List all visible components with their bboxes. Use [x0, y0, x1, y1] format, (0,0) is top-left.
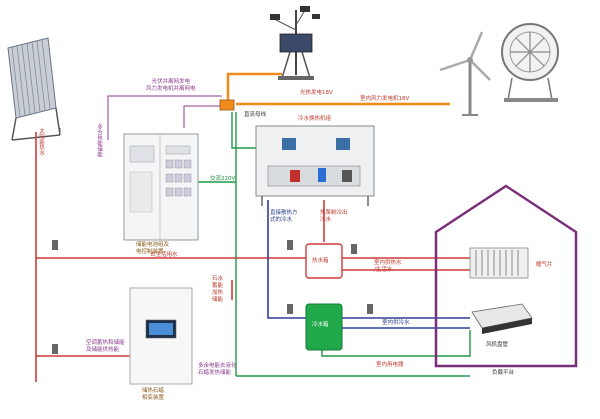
label-integrated-cabinet-signal: 多合热能储能 — [96, 124, 102, 157]
phase-change-storage — [129, 287, 193, 385]
radiator — [469, 247, 529, 279]
battery-cabinet — [123, 133, 199, 241]
cold-water-tank — [305, 303, 343, 351]
label-indoor-cold-water: 室内供冷水 — [382, 320, 410, 326]
electric-lines — [198, 112, 471, 377]
label-cold-water-out: 热泵制冷出冷水 — [320, 210, 348, 223]
label-fan-coil: 风机盘管 — [486, 342, 509, 348]
valves — [52, 240, 373, 354]
hot-water-tank — [305, 243, 343, 279]
label-dc-bus: 直流母线 — [244, 112, 267, 118]
label-hot-tank: 热水箱 — [312, 258, 329, 264]
label-solar-hot-water: 太阳能热水 — [38, 128, 44, 156]
hot-water-pipes — [35, 132, 470, 382]
label-indoor-wind-output: 室内风力发电机18V — [360, 96, 410, 102]
wind-tunnel-fan — [501, 23, 559, 102]
label-battery-cabinet: 储能电池组及 电控制装置 — [136, 242, 170, 255]
label-energy-storage-heat: 石水 蓄能 加热 储能 — [212, 276, 224, 303]
label-pv-output: 光热发电18V — [300, 90, 333, 96]
heat-exchanger-unit — [255, 125, 375, 206]
label-ac-220: 交流220V — [210, 176, 236, 182]
label-cold-tank: 冷水箱 — [312, 322, 329, 328]
wind-turbine — [439, 31, 491, 116]
label-indoor-electric: 室内用电器 — [376, 362, 404, 368]
solar-collector — [7, 37, 61, 141]
label-radiator: 暖气片 — [536, 262, 553, 268]
label-load-platform: 负载平台 — [492, 370, 515, 376]
pv-power-line — [226, 72, 450, 106]
label-ac-unit: 空调蓄热和储能 及储能供热能 — [86, 340, 125, 353]
dc-bus-junction — [219, 99, 235, 111]
label-return-water: 去生活用水 — [150, 252, 178, 258]
label-storage-signal: 多余电能去液化 石蜡发热储能 — [198, 363, 237, 376]
signal-lines — [59, 95, 222, 140]
pv-weather-station — [270, 6, 320, 80]
fan-coil — [471, 303, 533, 334]
load-platform-house — [434, 184, 578, 368]
label-indoor-hot-water: 室内供热水 /生活水 — [374, 260, 402, 273]
label-pv-wind-grid-line: 光伏并离网发电 风力发电机并离网电 — [146, 79, 196, 92]
label-cold-water-direct: 直接散热方式的冷水 — [270, 210, 298, 223]
cold-water-pipes — [267, 200, 470, 329]
label-storage-device: 储热石蜡 相变装置 — [142, 388, 165, 401]
label-exchanger-title: 冷水换热机组 — [298, 116, 332, 122]
